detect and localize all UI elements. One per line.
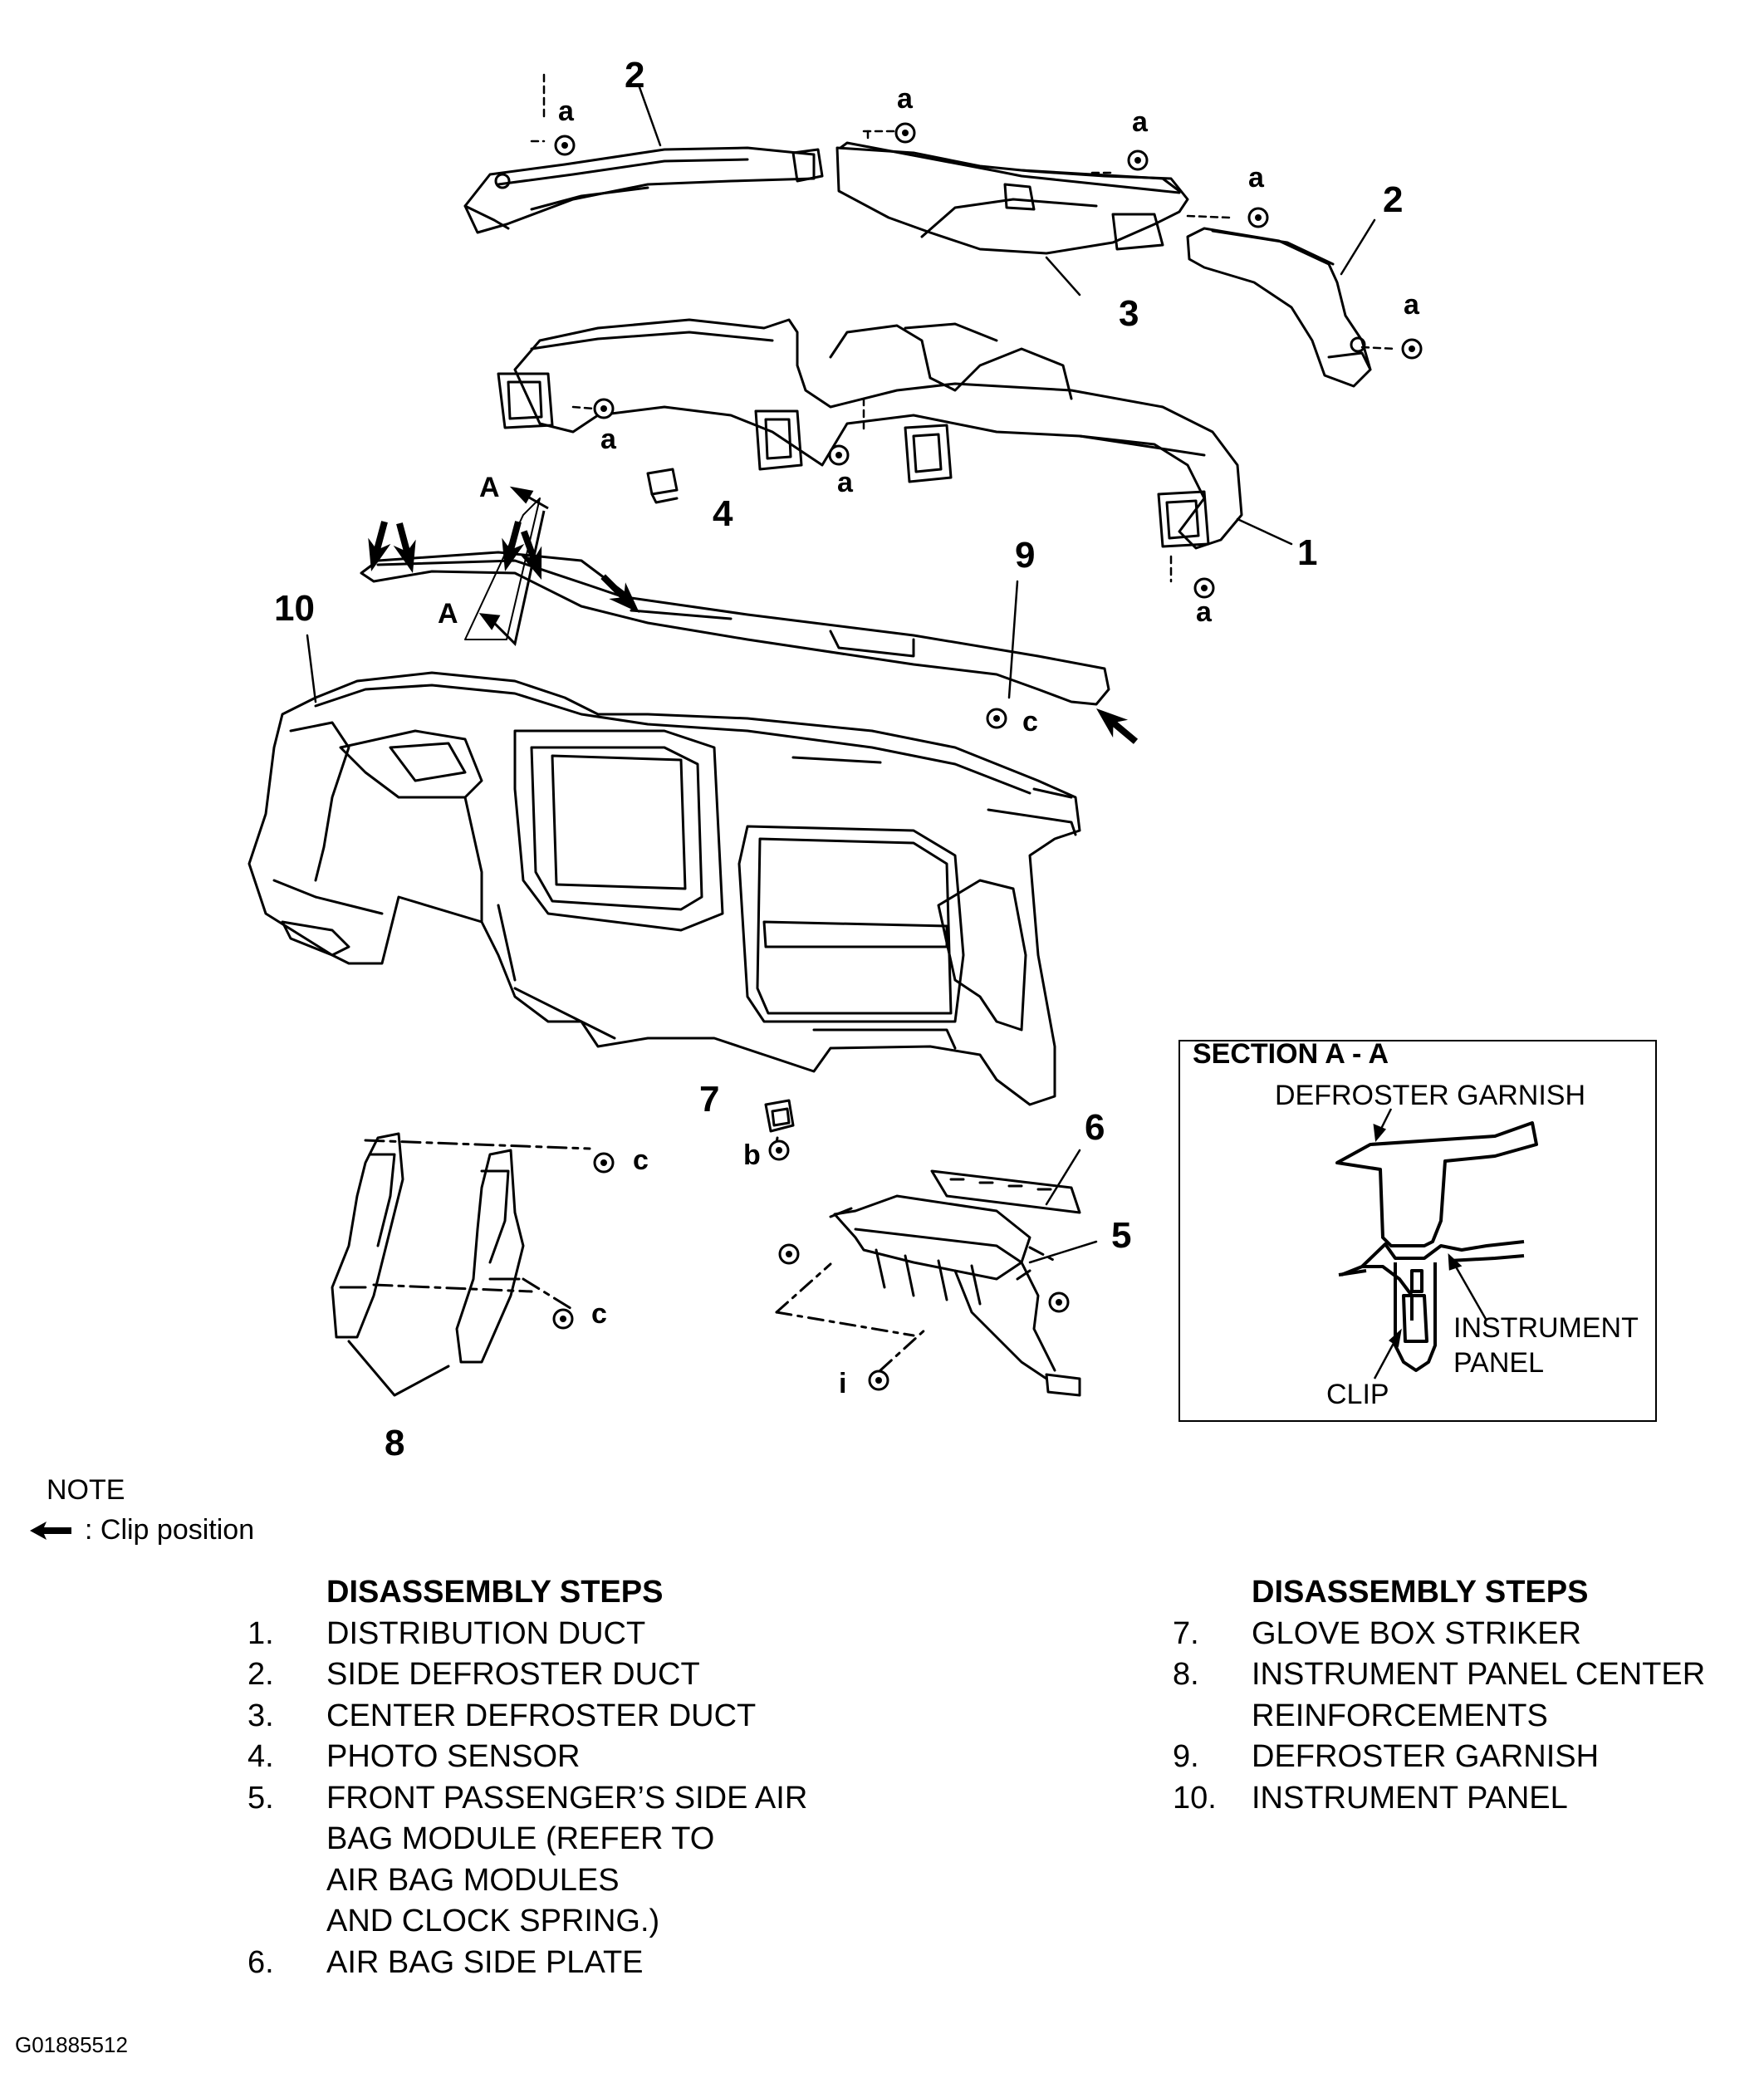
clip-arrow-icon bbox=[30, 1521, 71, 1540]
step-number: 5. bbox=[247, 1780, 274, 1816]
side-defroster-duct-right bbox=[1186, 227, 1372, 388]
step-row: AND CLOCK SPRING.) bbox=[247, 1901, 807, 1943]
step-text: PHOTO SENSOR bbox=[326, 1739, 581, 1774]
step-row: 10. INSTRUMENT PANEL bbox=[1173, 1778, 1705, 1820]
step-row: 2. SIDE DEFROSTER DUCT bbox=[247, 1654, 807, 1696]
step-number: 10. bbox=[1173, 1780, 1217, 1816]
step-number bbox=[247, 1901, 326, 1943]
step-row: 1. DISTRIBUTION DUCT bbox=[247, 1614, 807, 1655]
step-text: AIR BAG SIDE PLATE bbox=[326, 1944, 644, 1980]
callout-5: 5 bbox=[1111, 1215, 1131, 1256]
disassembly-steps-left: DISASSEMBLY STEPS 1. DISTRIBUTION DUCT 2.… bbox=[247, 1572, 807, 1983]
callout-1: 1 bbox=[1297, 532, 1317, 573]
fastener-label-a: a bbox=[897, 83, 914, 115]
step-text: REINFORCEMENTS bbox=[1252, 1698, 1548, 1733]
step-row: 4. PHOTO SENSOR bbox=[247, 1737, 807, 1778]
step-text: GLOVE BOX STRIKER bbox=[1252, 1615, 1581, 1651]
step-number: 7. bbox=[1173, 1615, 1199, 1651]
step-number: 4. bbox=[247, 1739, 274, 1774]
step-row: 5. FRONT PASSENGER’S SIDE AIR bbox=[247, 1778, 807, 1820]
step-number: 8. bbox=[1173, 1657, 1199, 1692]
step-number: 6. bbox=[247, 1944, 274, 1980]
section-label-garnish: DEFROSTER GARNISH bbox=[1275, 1080, 1585, 1111]
fastener-label-a: a bbox=[1196, 596, 1213, 628]
fastener-label-a: a bbox=[600, 424, 617, 455]
center-reinforcements bbox=[331, 1132, 591, 1397]
step-number bbox=[247, 1819, 326, 1860]
step-text: INSTRUMENT PANEL CENTER bbox=[1252, 1657, 1706, 1692]
step-row: REINFORCEMENTS bbox=[1173, 1696, 1705, 1737]
section-marker-bottom: A bbox=[438, 598, 458, 630]
note-text: : Clip position bbox=[85, 1514, 255, 1546]
section-label-clip: CLIP bbox=[1326, 1379, 1389, 1410]
step-text: SIDE DEFROSTER DUCT bbox=[326, 1657, 700, 1692]
leader-lines bbox=[306, 73, 1397, 1264]
step-number: 1. bbox=[247, 1615, 274, 1651]
step-row: BAG MODULE (REFER TO bbox=[247, 1819, 807, 1860]
callout-7: 7 bbox=[699, 1079, 719, 1120]
distribution-duct bbox=[497, 318, 1243, 550]
steps-heading: DISASSEMBLY STEPS bbox=[326, 1575, 664, 1610]
callout-4: 4 bbox=[713, 493, 733, 534]
section-marker-top: A bbox=[479, 472, 500, 503]
air-bag-side-plate bbox=[930, 1169, 1081, 1214]
fastener-label-a: a bbox=[1248, 162, 1265, 194]
callout-10: 10 bbox=[274, 588, 315, 629]
note-clip-position: : Clip position bbox=[30, 1514, 254, 1546]
fastener-label-i: i bbox=[839, 1368, 846, 1399]
step-text: DISTRIBUTION DUCT bbox=[326, 1615, 646, 1651]
callout-6: 6 bbox=[1085, 1107, 1105, 1148]
step-row: 6. AIR BAG SIDE PLATE bbox=[247, 1943, 807, 1984]
step-number bbox=[1173, 1696, 1252, 1737]
step-text: FRONT PASSENGER’S SIDE AIR bbox=[326, 1780, 808, 1816]
photo-sensor bbox=[646, 468, 679, 504]
section-label-panel-2: PANEL bbox=[1453, 1347, 1544, 1379]
fastener-label-c: c bbox=[633, 1144, 649, 1176]
exploded-view-diagram: A A 2 2 3 4 1 9 10 7 6 5 8 a a a a a a a… bbox=[247, 55, 1657, 1463]
step-row: 8. INSTRUMENT PANEL CENTER bbox=[1173, 1654, 1705, 1696]
step-text: BAG MODULE (REFER TO bbox=[326, 1821, 715, 1856]
fastener-label-c: c bbox=[1022, 706, 1038, 738]
disassembly-steps-right: DISASSEMBLY STEPS 7. GLOVE BOX STRIKER 8.… bbox=[1173, 1572, 1705, 1819]
section-a-a-inset: SECTION A - A DEFROSTER GARNISH INSTRUME… bbox=[1178, 1038, 1657, 1422]
step-text: AND CLOCK SPRING.) bbox=[326, 1904, 660, 1938]
fastener-label-a: a bbox=[1132, 106, 1149, 138]
step-text: INSTRUMENT PANEL bbox=[1252, 1780, 1568, 1816]
step-row: AIR BAG MODULES bbox=[247, 1860, 807, 1902]
callout-2-right: 2 bbox=[1383, 179, 1403, 220]
step-number: 3. bbox=[247, 1698, 274, 1733]
section-label-panel-1: INSTRUMENT bbox=[1453, 1312, 1639, 1344]
defroster-garnish bbox=[360, 551, 1110, 706]
step-text: CENTER DEFROSTER DUCT bbox=[326, 1698, 757, 1733]
callout-9: 9 bbox=[1015, 535, 1035, 576]
section-title: SECTION A - A bbox=[1193, 1038, 1389, 1070]
note-heading: NOTE bbox=[47, 1474, 125, 1506]
fastener-label-c: c bbox=[591, 1298, 607, 1330]
step-row: 7. GLOVE BOX STRIKER bbox=[1173, 1614, 1705, 1655]
fastener-label-a: a bbox=[1404, 289, 1420, 321]
step-row: 9. DEFROSTER GARNISH bbox=[1173, 1737, 1705, 1778]
section-markers bbox=[478, 486, 549, 647]
step-row: 3. CENTER DEFROSTER DUCT bbox=[247, 1696, 807, 1737]
step-text: DEFROSTER GARNISH bbox=[1252, 1739, 1600, 1774]
callout-2-left: 2 bbox=[625, 55, 644, 96]
fastener-label-a: a bbox=[837, 467, 854, 498]
fastener-label-b: b bbox=[743, 1139, 761, 1171]
step-number: 2. bbox=[247, 1657, 274, 1692]
step-text: AIR BAG MODULES bbox=[326, 1862, 620, 1898]
side-defroster-duct-left bbox=[463, 146, 824, 234]
step-number bbox=[247, 1860, 326, 1902]
callout-8: 8 bbox=[385, 1423, 404, 1463]
steps-heading: DISASSEMBLY STEPS bbox=[1252, 1575, 1589, 1610]
center-defroster-duct bbox=[835, 141, 1189, 255]
passenger-air-bag-module bbox=[775, 1194, 1081, 1397]
step-number: 9. bbox=[1173, 1739, 1199, 1774]
figure-id: G01885512 bbox=[15, 2032, 128, 2057]
callout-3: 3 bbox=[1119, 293, 1139, 334]
instrument-panel bbox=[247, 671, 1081, 1106]
fastener-label-a: a bbox=[558, 96, 575, 127]
